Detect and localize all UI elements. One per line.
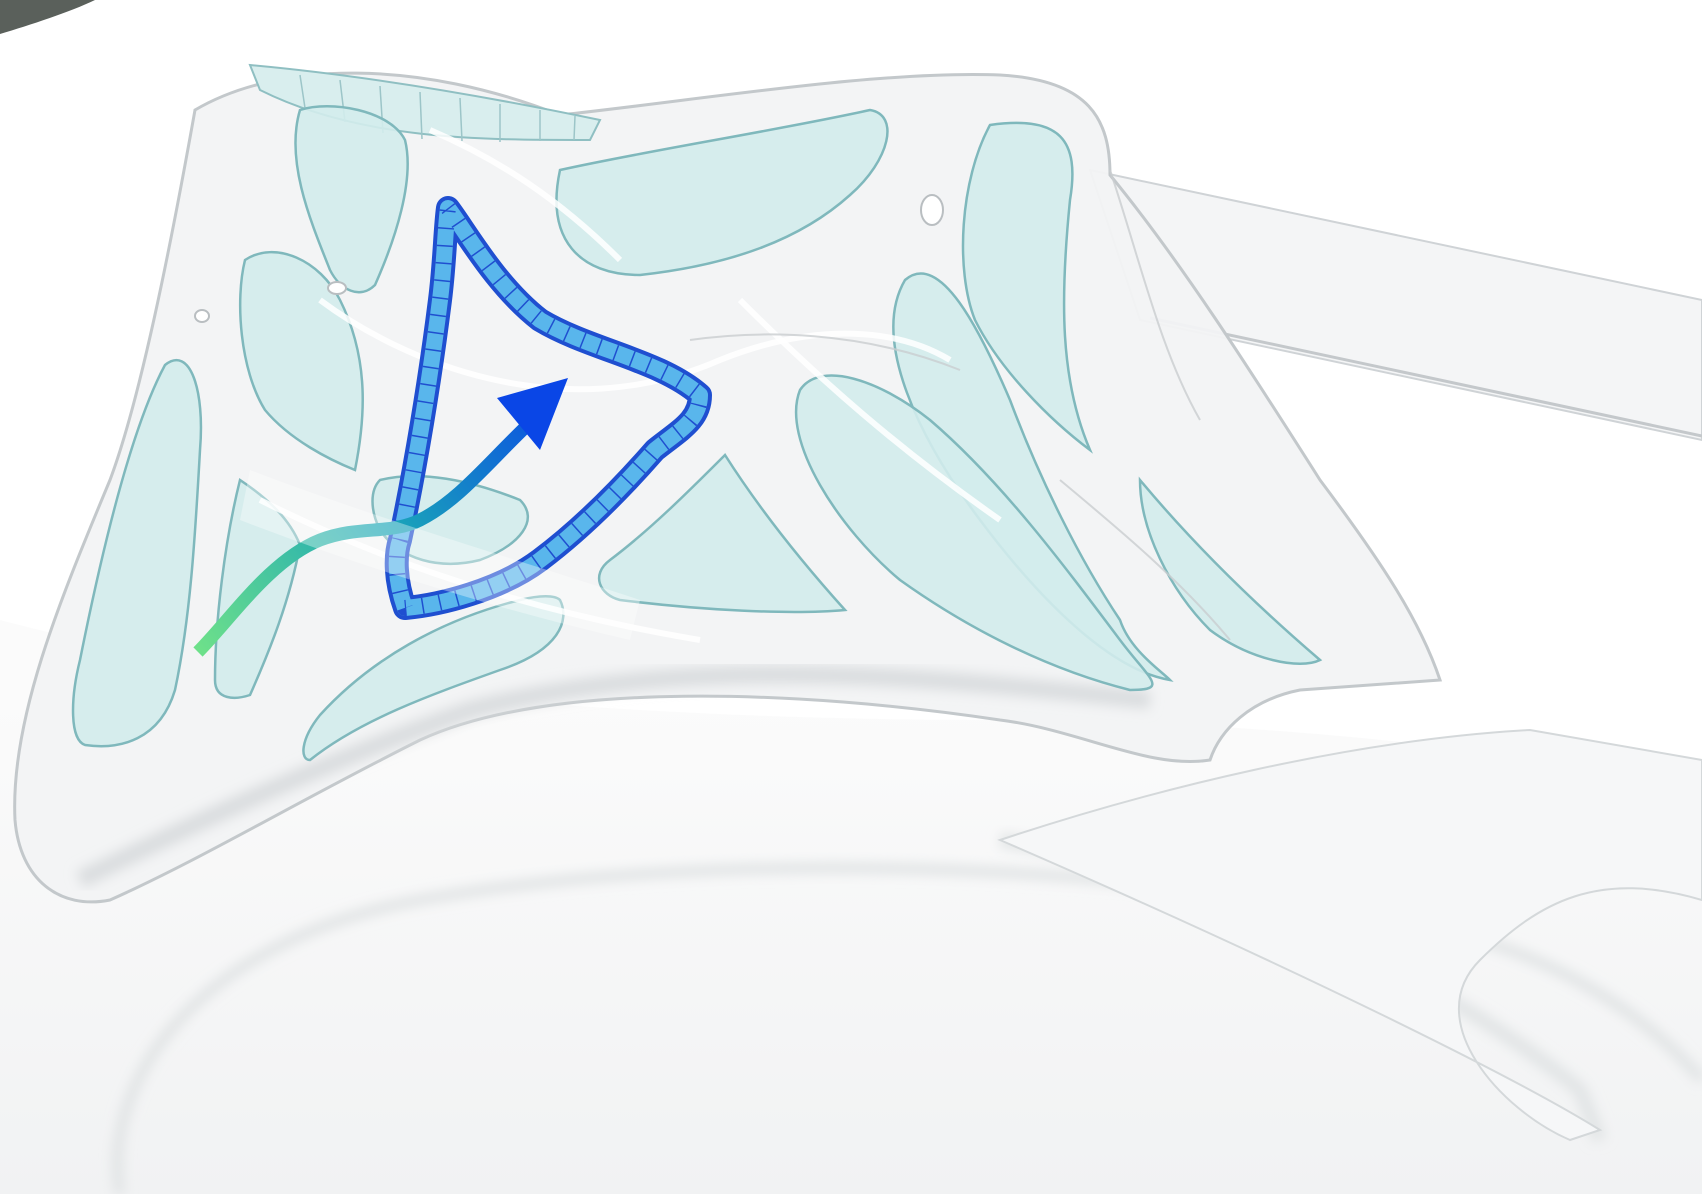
ground-terrain [0,620,1702,1194]
node-hole [327,281,347,295]
lower-beam [997,728,1702,1142]
glass-panel [794,374,1154,692]
glass-panel [71,358,203,748]
canopy-bridge-edge [1149,316,1702,438]
arrow-head [497,378,568,450]
node-hole [194,309,210,323]
ground-bowl-shadow [112,862,1702,1194]
glass-panels [71,105,1323,762]
frame-inner-shade [75,665,1151,889]
glass-panel [294,105,409,294]
glass-panel [555,108,889,277]
roof-ribbon-loop [384,196,712,620]
glass-panel [961,121,1093,454]
glass-panel [598,453,848,614]
frame-arm-overlay [240,470,640,640]
glass-panel [1138,476,1323,665]
frame-shadow-lines [689,169,1231,641]
node-hole [920,194,944,226]
path-arrow [193,378,568,657]
frame-nodes [194,194,944,323]
corner-terrain [0,0,95,34]
